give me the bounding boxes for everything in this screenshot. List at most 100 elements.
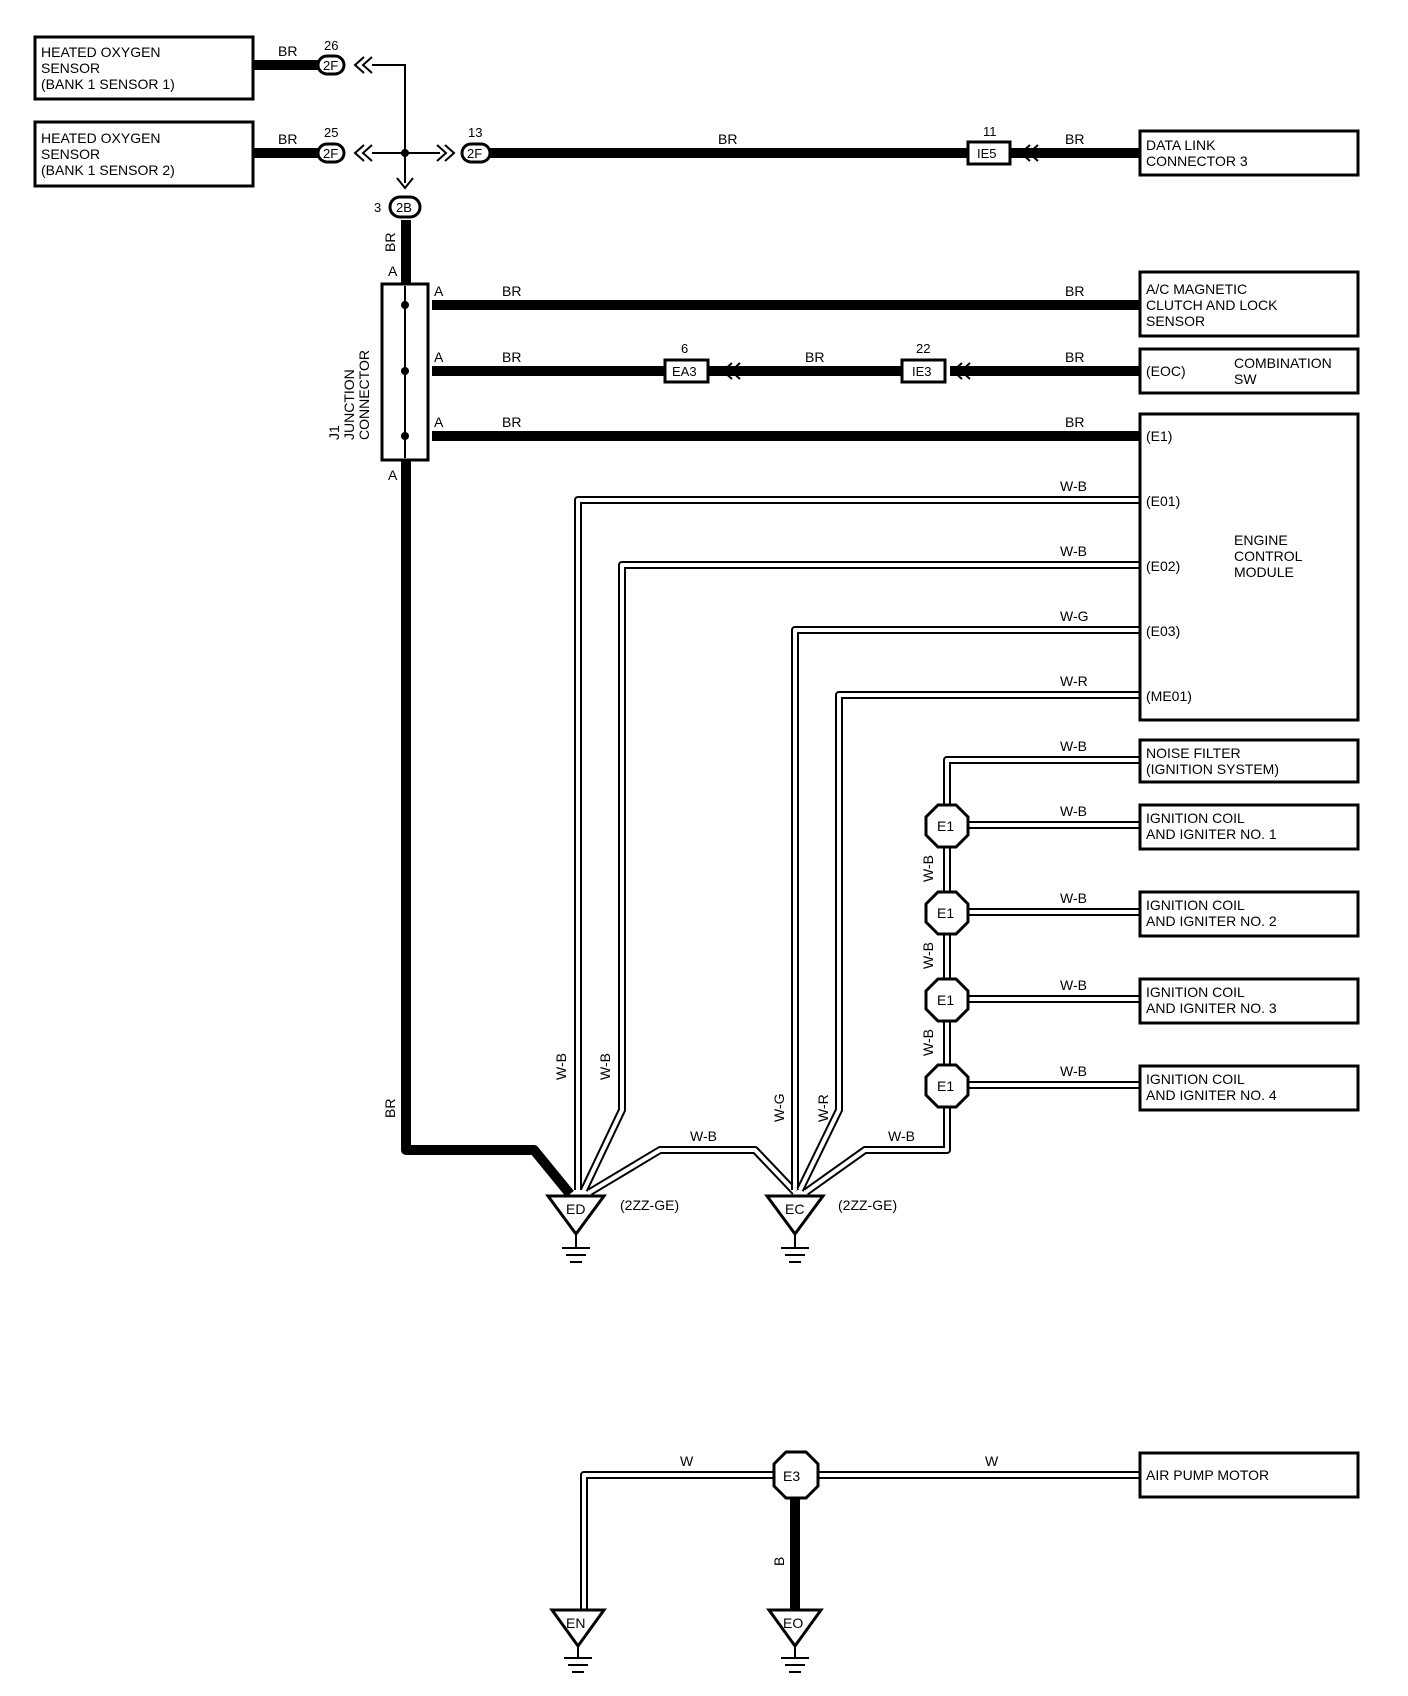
svg-text:W-B: W-B: [553, 1053, 569, 1080]
splice-e3: E3: [772, 1450, 820, 1500]
connector-25: 2F 25: [316, 125, 346, 164]
svg-text:E3: E3: [783, 1468, 800, 1484]
svg-text:13: 13: [468, 125, 482, 140]
combo-line2: SW: [1234, 371, 1257, 387]
air-pump-box: AIR PUMP MOTOR: [1138, 1451, 1360, 1499]
wire-26-splice: [372, 64, 406, 183]
junction-line3: CONNECTOR: [356, 350, 372, 440]
svg-text:BR: BR: [1065, 131, 1084, 147]
ho2s-b1s1-box: HEATED OXYGEN SENSOR (BANK 1 SENSOR 1): [33, 35, 255, 101]
connector-22: IE3 22: [900, 341, 947, 384]
svg-text:BR: BR: [502, 349, 521, 365]
coil2-line1: IGNITION COIL: [1146, 897, 1245, 913]
connector-11: IE5 11: [966, 124, 1012, 166]
ecm-pin-e1: (E1): [1146, 428, 1172, 444]
svg-text:EN: EN: [566, 1615, 585, 1631]
splice-lines: [353, 56, 1039, 380]
svg-text:BR: BR: [278, 43, 297, 59]
svg-text:W-B: W-B: [1060, 977, 1087, 993]
svg-text:W-B: W-B: [888, 1128, 915, 1144]
junction-connector: J1 JUNCTION CONNECTOR A A A A A: [326, 263, 444, 483]
svg-text:EC: EC: [785, 1201, 804, 1217]
arrow-ea3: [721, 362, 741, 380]
svg-text:IE3: IE3: [912, 364, 932, 379]
striped-wires: [574, 496, 1140, 1610]
svg-text:3: 3: [374, 200, 381, 215]
svg-text:25: 25: [324, 125, 338, 140]
connector-13: 2F 13: [460, 125, 492, 164]
svg-text:IE5: IE5: [977, 146, 997, 161]
svg-text:W-B: W-B: [1060, 803, 1087, 819]
ac-clutch-box: A/C MAGNETIC CLUTCH AND LOCK SENSOR: [1138, 270, 1360, 338]
ground-eo: EO: [766, 1608, 824, 1673]
svg-text:W-B: W-B: [1060, 738, 1087, 754]
ho2s1-line2: SENSOR: [41, 60, 100, 76]
svg-text:W-B: W-B: [597, 1053, 613, 1080]
wire-ed-ec: [587, 1146, 798, 1196]
svg-text:W-G: W-G: [771, 1093, 787, 1122]
svg-text:BR: BR: [278, 131, 297, 147]
svg-text:W-B: W-B: [690, 1128, 717, 1144]
junction-line1: J1: [326, 425, 342, 440]
coil1-box: IGNITION COIL AND IGNITER NO. 1: [1138, 803, 1360, 851]
air-pump-label: AIR PUMP MOTOR: [1146, 1467, 1269, 1483]
jpin-bottom: A: [388, 467, 398, 483]
svg-text:W-G: W-G: [1060, 608, 1089, 624]
coil2-box: IGNITION COIL AND IGNITER NO. 2: [1138, 890, 1360, 938]
combo-line1: COMBINATION: [1234, 355, 1332, 371]
svg-text:EO: EO: [783, 1615, 803, 1631]
arrow-2b: [396, 177, 414, 190]
svg-text:11: 11: [983, 124, 997, 139]
svg-text:BR: BR: [805, 349, 824, 365]
ecm-line2: CONTROL: [1234, 548, 1303, 564]
arrow-25: [353, 144, 373, 162]
svg-text:EA3: EA3: [672, 364, 697, 379]
dlc3-line1: DATA LINK: [1146, 137, 1216, 153]
svg-text:26: 26: [324, 38, 338, 53]
svg-text:W-R: W-R: [1060, 673, 1088, 689]
coil4-box: IGNITION COIL AND IGNITER NO. 4: [1138, 1064, 1360, 1112]
junction-line2: JUNCTION: [341, 369, 357, 440]
arrow-26: [353, 56, 373, 74]
svg-text:(2ZZ-GE): (2ZZ-GE): [838, 1197, 897, 1213]
connector-26: 2F 26: [316, 38, 346, 76]
ho2s2-line1: HEATED OXYGEN: [41, 130, 161, 146]
svg-text:E1: E1: [937, 1078, 954, 1094]
ecm-line3: MODULE: [1234, 564, 1294, 580]
dlc3-line2: CONNECTOR 3: [1146, 153, 1248, 169]
coil4-line2: AND IGNITER NO. 4: [1146, 1087, 1277, 1103]
br-wires: [253, 60, 1140, 1198]
jpin-top: A: [388, 263, 398, 279]
nf-line1: NOISE FILTER: [1146, 745, 1241, 761]
ho2s-b1s2-box: HEATED OXYGEN SENSOR (BANK 1 SENSOR 2): [33, 120, 255, 188]
coil3-line2: AND IGNITER NO. 3: [1146, 1000, 1277, 1016]
svg-text:BR: BR: [502, 283, 521, 299]
svg-text:W-B: W-B: [920, 855, 936, 882]
svg-text:W-B: W-B: [1060, 1063, 1087, 1079]
splice-e1-4: E1: [924, 1063, 970, 1109]
coil2-line2: AND IGNITER NO. 2: [1146, 913, 1277, 929]
svg-text:W-R: W-R: [815, 1094, 831, 1122]
noise-filter-box: NOISE FILTER (IGNITION SYSTEM): [1138, 738, 1360, 784]
wire-junction-ground: [401, 460, 574, 1198]
svg-text:6: 6: [681, 341, 688, 356]
svg-text:2F: 2F: [323, 146, 338, 161]
svg-text:BR: BR: [1065, 414, 1084, 430]
svg-text:2F: 2F: [467, 146, 482, 161]
jpin-a3: A: [434, 414, 444, 430]
svg-text:E1: E1: [937, 818, 954, 834]
svg-text:W-B: W-B: [920, 1029, 936, 1056]
ac-line1: A/C MAGNETIC: [1146, 281, 1247, 297]
svg-text:W-B: W-B: [1060, 478, 1087, 494]
wire-me01: [796, 691, 1140, 1192]
svg-text:BR: BR: [502, 414, 521, 430]
wire-e02: [580, 561, 1140, 1192]
combo-sw-box: (EOC) COMBINATION SW: [1138, 347, 1360, 395]
ecm-pin-me01: (ME01): [1146, 688, 1192, 704]
ground-ec: EC (2ZZ-GE): [764, 1194, 897, 1263]
ac-line2: CLUTCH AND LOCK: [1146, 297, 1278, 313]
ho2s1-line3: (BANK 1 SENSOR 1): [41, 76, 175, 92]
combo-pin: (EOC): [1146, 363, 1186, 379]
svg-text:W-B: W-B: [920, 942, 936, 969]
